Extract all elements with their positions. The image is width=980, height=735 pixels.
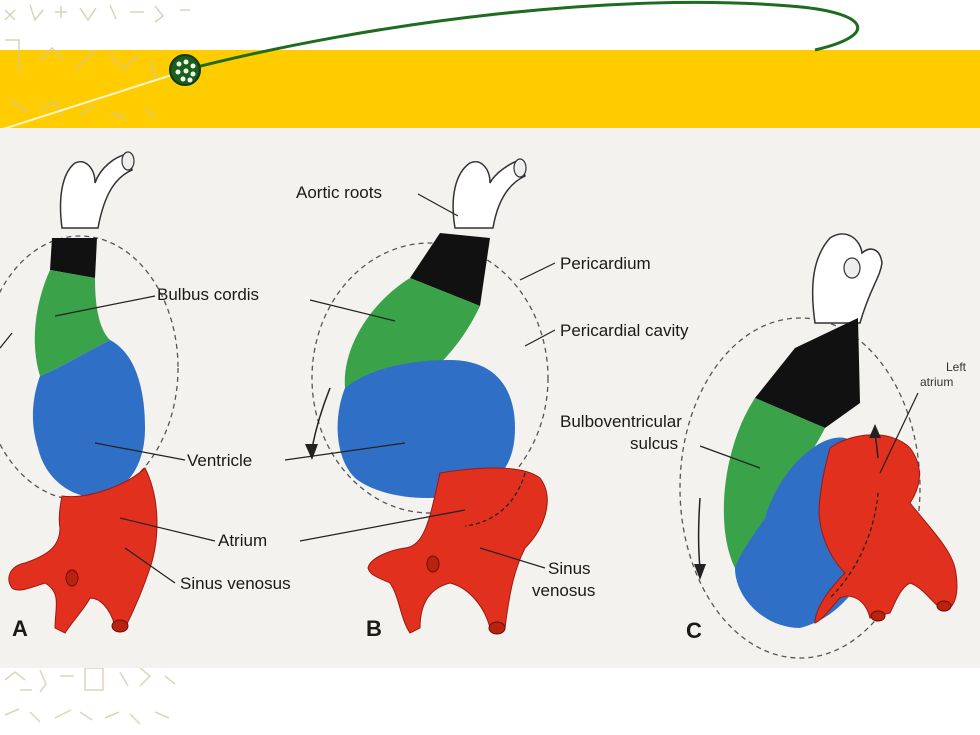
orbit-line-tail <box>0 73 176 131</box>
orb-icon <box>169 54 201 86</box>
panel-label-c: C <box>686 618 702 643</box>
panel-a-aortic-segment <box>50 238 97 278</box>
label-pericardial-cavity: Pericardial cavity <box>560 321 689 340</box>
panel-a-bulbus-cordis <box>34 270 110 376</box>
panel-b-aortic-roots <box>452 159 526 229</box>
label-aortic-roots: Aortic roots <box>296 183 382 202</box>
panel-a-heart <box>0 151 179 634</box>
panel-c-bulbus-cordis <box>723 398 825 568</box>
orbit-line <box>184 0 860 72</box>
panel-b-rotation-arrow <box>311 387 331 449</box>
panel-label-a: A <box>12 616 28 641</box>
label-atrium-c: atrium <box>920 375 954 389</box>
label-bulboventricular: Bulboventricular <box>560 412 682 431</box>
label-ventricle: Ventricle <box>187 451 253 470</box>
header-banner <box>0 50 980 128</box>
panel-c-atrium-dashed <box>829 492 879 599</box>
label-sinus-venosus: Sinus venosus <box>180 574 291 593</box>
panel-a-ventricle <box>32 340 145 498</box>
panel-b-atrium-dashed <box>464 472 526 527</box>
panel-label-b: B <box>366 616 382 641</box>
panel-c-heart <box>679 233 958 659</box>
pattern-bottom-left <box>4 667 176 725</box>
panel-c-atrium <box>814 434 958 624</box>
heart-development-figure: Aortic roots Pericardium Bulbus cordis P… <box>0 128 980 668</box>
heart-diagram <box>0 151 958 659</box>
label-bulbus-cordis: Bulbus cordis <box>157 285 260 304</box>
label-atrium: Atrium <box>218 531 268 550</box>
label-sinus: Sinus <box>548 559 591 578</box>
label-pericardium: Pericardium <box>560 254 651 273</box>
panel-c-aortic-roots <box>811 233 883 324</box>
panel-b-heart <box>305 158 549 635</box>
panel-c-rotation-arrow-down <box>697 497 701 569</box>
panel-a-atrium <box>8 467 158 634</box>
label-left: Left <box>946 360 967 374</box>
panel-a-aortic-roots <box>59 153 133 229</box>
label-sulcus: sulcus <box>630 434 679 453</box>
label-venosus: venosus <box>532 581 596 600</box>
panel-b-aortic-segment <box>410 233 490 306</box>
panel-c-pericardium-outline <box>679 317 921 659</box>
panel-b-bulbus-cordis <box>344 278 480 388</box>
leader-lines <box>0 193 919 584</box>
panel-c-aortic-segment <box>755 318 860 428</box>
panel-b-ventricle <box>337 360 515 498</box>
pattern-top-left <box>4 4 190 119</box>
